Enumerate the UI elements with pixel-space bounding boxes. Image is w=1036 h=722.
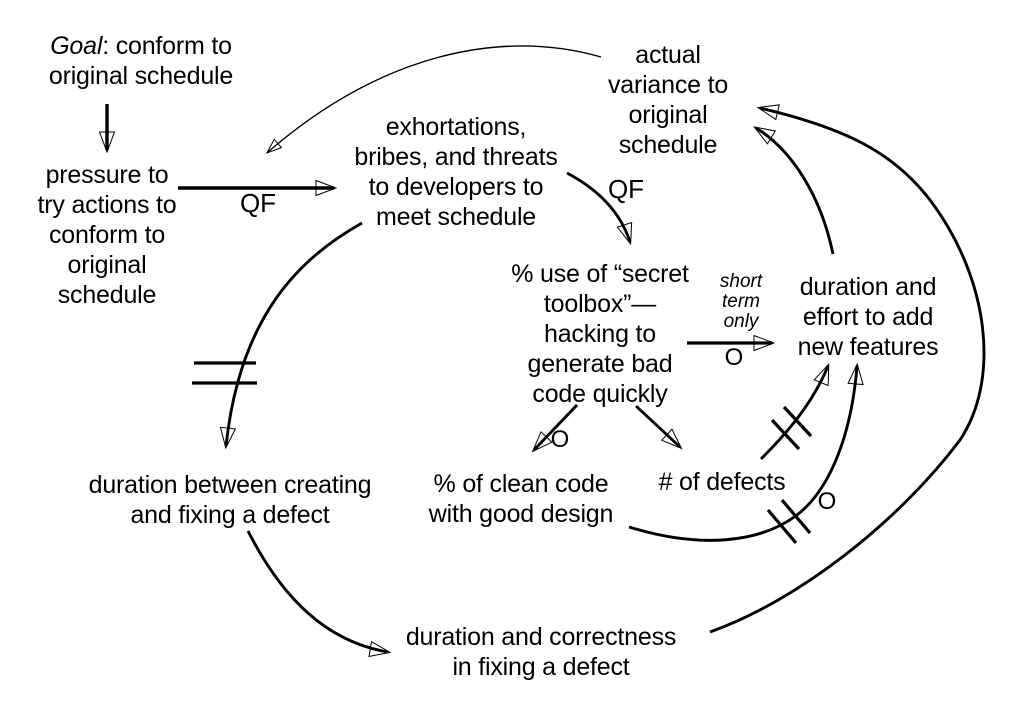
node-clean-code-good-design: % of clean code with good design	[428, 470, 614, 528]
edge-clean-code-to-duration-effort	[628, 366, 857, 542]
edge-exhortations-to-duration-between	[226, 221, 363, 446]
label-o-clean-code-edge: O	[550, 426, 570, 453]
node-duration-effort-new-features: duration and effort to add new features	[797, 273, 939, 361]
label-o-short-term-edge: O	[724, 344, 744, 371]
edge-duration-between-to-duration-correctness	[246, 530, 388, 652]
delay-mark-defects-duration-effort	[770, 405, 813, 451]
delay-mark-clean-code-duration-effort	[766, 498, 812, 545]
edge-defects-to-duration-effort	[759, 366, 830, 461]
node-actual-variance: actual variance to original schedule	[607, 41, 729, 159]
label-short-term-only: short term only	[719, 271, 763, 332]
node-secret-toolbox: % use of “secret toolbox”— hacking to ge…	[511, 260, 689, 408]
delay-mark-exhortations-duration-between	[192, 361, 257, 385]
node-goal: Goal: conform to original schedule	[26, 31, 256, 91]
goal-italic-word: Goal	[50, 32, 103, 60]
edge-duration-correctness-to-variance	[709, 108, 986, 634]
node-duration-between-creating-fixing: duration between creating and fixing a d…	[88, 471, 372, 529]
node-duration-correctness-fixing: duration and correctness in fixing a def…	[405, 623, 677, 681]
edge-exhortations-to-toolbox	[566, 171, 630, 242]
edge-duration-effort-to-variance	[756, 128, 835, 255]
edge-variance-to-pressure	[268, 45, 602, 152]
node-exhortations-bribes-threats: exhortations, bribes, and threats to dev…	[354, 113, 558, 231]
goal-rest-text: : conform to original schedule	[48, 32, 234, 90]
edge-toolbox-to-clean-code	[534, 403, 579, 450]
node-number-of-defects: # of defects	[658, 468, 786, 496]
edge-toolbox-to-defects	[635, 404, 680, 447]
label-qf-secret-toolbox-edge: QF	[607, 174, 645, 204]
label-qf-pressure-edge: QF	[239, 188, 277, 218]
label-o-defect-fix-edge: O	[817, 488, 837, 515]
node-pressure-to-try-actions: pressure to try actions to conform to or…	[37, 161, 177, 309]
